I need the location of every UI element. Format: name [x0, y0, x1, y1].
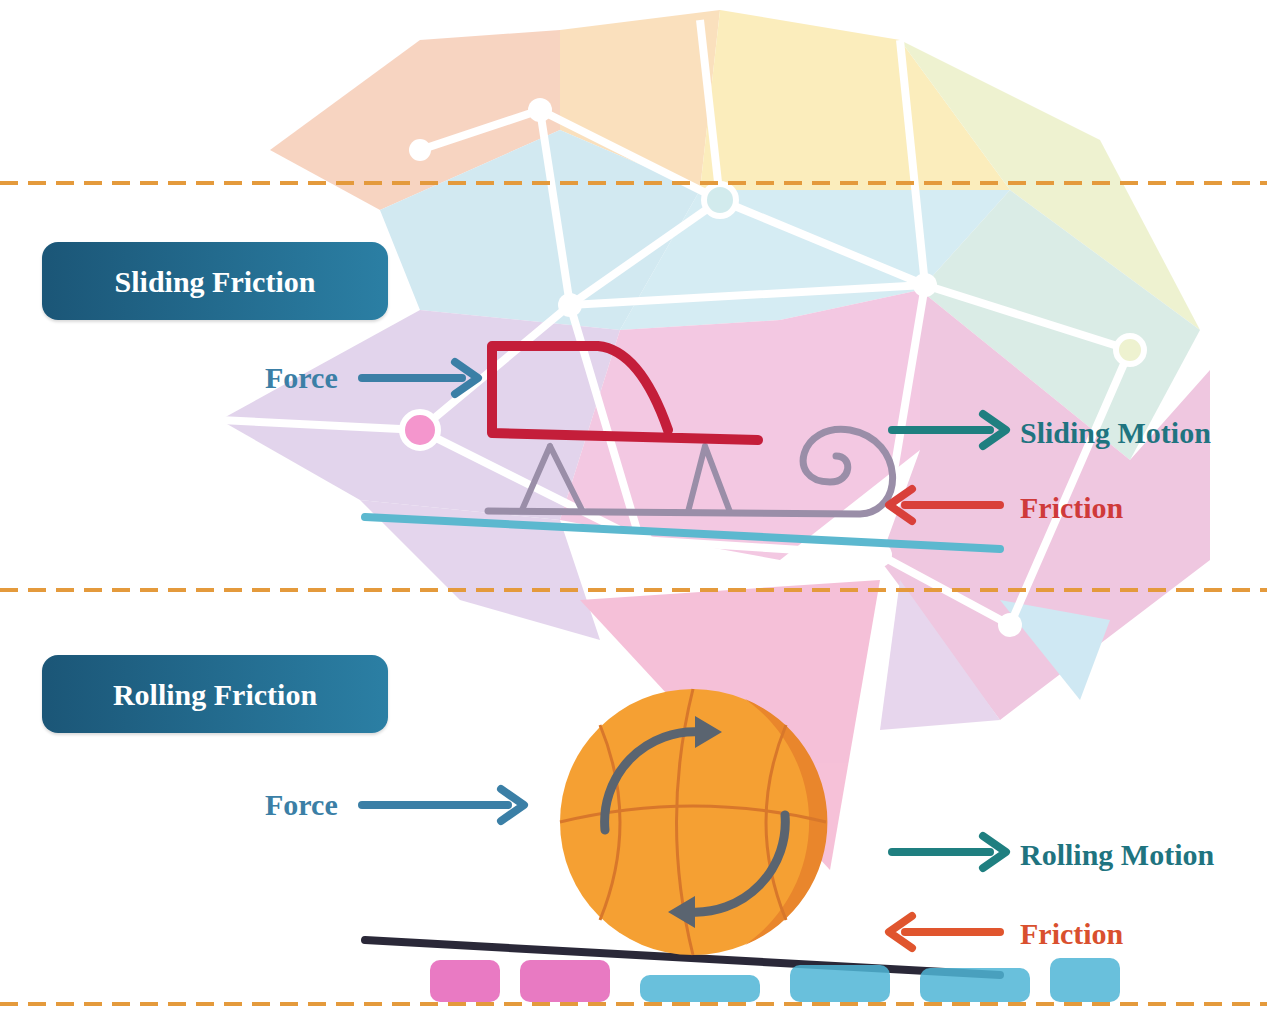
- friction-label: Friction: [1020, 491, 1123, 524]
- network-line: [420, 305, 1010, 625]
- network-dot: [409, 139, 431, 161]
- watermark-block: [1050, 958, 1120, 1002]
- motion-arrow: [892, 848, 990, 856]
- rotation-head: [695, 716, 722, 748]
- motion-label: Sliding Motion: [1020, 416, 1211, 449]
- friction-arrow: [905, 501, 1000, 509]
- rotation-arc: [690, 815, 785, 912]
- network-dot: [558, 293, 582, 317]
- rotation-arc: [605, 732, 700, 830]
- sled-leg: [522, 446, 582, 510]
- force-arrow: [362, 801, 508, 809]
- network-dot: [704, 184, 736, 216]
- logo-watermark: [430, 958, 1120, 1002]
- rotation-head: [668, 896, 695, 928]
- dashed-divider: [0, 588, 1267, 592]
- network-line: [220, 285, 925, 540]
- ball-illustration: [365, 689, 1000, 975]
- watermark-block: [920, 968, 1030, 1002]
- watermark-block: [430, 960, 500, 1002]
- section-badge: Rolling Friction: [42, 655, 388, 733]
- arrow-head: [983, 836, 1006, 868]
- watermark-facet: [560, 290, 920, 560]
- network-dot: [913, 273, 937, 297]
- ground-line: [365, 517, 1000, 549]
- arrow-head: [889, 489, 912, 521]
- network-line: [880, 40, 1130, 625]
- watermark-block: [790, 965, 890, 1002]
- arrow-head: [983, 414, 1006, 446]
- motion-label: Rolling Motion: [1020, 838, 1214, 871]
- watermark-dots: [402, 98, 1144, 637]
- badge-title: Sliding Friction: [115, 265, 316, 298]
- motion-arrow: [892, 426, 990, 434]
- watermark-network: [220, 20, 1130, 625]
- force-label: Force: [265, 788, 338, 821]
- network-line: [540, 20, 720, 305]
- network-line: [420, 110, 1130, 350]
- network-dot: [1116, 336, 1144, 364]
- watermark-facet: [880, 580, 1000, 730]
- dashed-divider: [0, 181, 1267, 185]
- network-dot: [402, 412, 438, 448]
- rotation-arrows: [605, 732, 786, 912]
- force-label: Force: [265, 361, 338, 394]
- arrow-head: [455, 362, 478, 394]
- section-badge: Sliding Friction: [42, 242, 388, 320]
- dashed-divider: [0, 1002, 1267, 1006]
- arrow-head: [501, 789, 524, 821]
- force-arrow: [362, 374, 462, 382]
- badge-title: Rolling Friction: [113, 678, 317, 711]
- sled-legs: [522, 446, 730, 512]
- sled-leg: [688, 446, 730, 512]
- arrow-head: [889, 916, 912, 948]
- network-dot: [528, 98, 552, 122]
- friction-label: Friction: [1020, 917, 1123, 950]
- section-dividers: [0, 183, 1267, 1004]
- network-dot: [998, 613, 1022, 637]
- friction-arrow: [905, 928, 1000, 936]
- watermark-block: [640, 975, 760, 1002]
- force-arrows: [362, 362, 1006, 948]
- sled-seat: [492, 346, 758, 440]
- ball-seams: [560, 689, 826, 955]
- watermark-block: [520, 960, 610, 1002]
